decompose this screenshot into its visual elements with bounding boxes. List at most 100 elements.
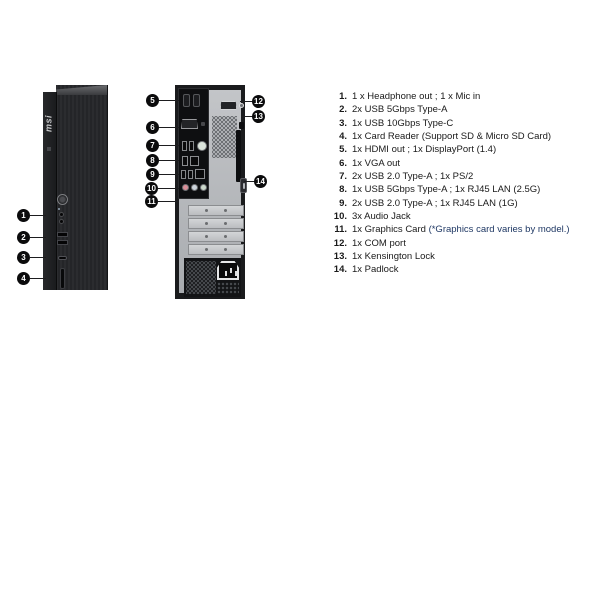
callout-line xyxy=(159,100,179,101)
vent-dot xyxy=(224,235,227,238)
callout-line xyxy=(159,145,179,146)
callout-badge-5: 5 xyxy=(146,94,159,107)
msi-logo: msi xyxy=(43,115,54,133)
legend-label: 1x USB 5Gbps Type-A ; 1x RJ45 LAN (2.5G) xyxy=(352,184,541,196)
callout-line xyxy=(244,181,255,182)
callout-line xyxy=(30,257,46,258)
callout-line xyxy=(158,201,179,202)
legend-number: 1. xyxy=(339,91,347,102)
legend-item: 9. 2x USB 2.0 Type-A ; 1x RJ45 LAN (1G) xyxy=(330,197,598,210)
callout-badge-13: 13 xyxy=(252,110,265,123)
ps2-port-icon xyxy=(197,141,207,151)
legend-label: 1x COM port xyxy=(352,237,406,249)
front-usb-a-port-icon xyxy=(57,232,68,237)
power-pin xyxy=(230,268,232,273)
legend-item: 7. 2x USB 2.0 Type-A ; 1x PS/2 xyxy=(330,170,598,183)
legend-label: 1x HDMI out ; 1x DisplayPort (1.4) xyxy=(352,144,497,156)
com-port-icon xyxy=(220,101,237,110)
power-button-icon xyxy=(57,194,68,205)
front-usb-a-port-icon xyxy=(57,240,68,245)
legend-number: 8. xyxy=(339,184,347,196)
thumbscrew-icon xyxy=(239,103,244,108)
front-usb-c-port-icon xyxy=(58,256,67,260)
legend-label-main: 1x Graphics Card xyxy=(352,224,429,236)
legend-label: 2x USB 2.0 Type-A ; 1x PS/2 xyxy=(352,171,474,183)
legend-label: 1x Graphics Card (*Graphics card varies … xyxy=(352,223,570,236)
rj45-lan-1g-icon xyxy=(195,169,205,179)
vga-port-icon xyxy=(181,119,198,129)
legend-label: 1x Kensington Lock xyxy=(352,251,435,263)
callout-badge-4: 4 xyxy=(17,272,30,285)
padlock-hole xyxy=(243,183,245,189)
expansion-slot-cover xyxy=(188,244,244,255)
callout-badge-14: 14 xyxy=(254,175,267,188)
legend-item: 12. 1x COM port xyxy=(330,237,598,250)
usb2-port-icon xyxy=(189,141,194,151)
graphics-card-slot-icon xyxy=(236,130,241,182)
callout-badge-9: 9 xyxy=(146,168,159,181)
legend-label: 2x USB 2.0 Type-A ; 1x RJ45 LAN (1G) xyxy=(352,197,518,209)
card-reader-slot-icon xyxy=(60,268,65,289)
rear-panel xyxy=(179,90,247,297)
legend-label-note: (*Graphics card varies by model.) xyxy=(428,224,570,236)
headphone-jack-icon xyxy=(59,212,64,217)
legend-number: 6. xyxy=(339,157,347,169)
legend-label: 2x USB 5Gbps Type-A xyxy=(352,104,448,116)
vent-dot xyxy=(205,235,208,238)
power-inlet-icon xyxy=(217,261,239,280)
callout-badge-6: 6 xyxy=(146,121,159,134)
power-pin xyxy=(225,271,227,276)
legend-number: 9. xyxy=(339,197,347,209)
rear-view xyxy=(175,85,247,299)
mic-jack-icon xyxy=(59,219,64,224)
audio-jack-icon xyxy=(191,184,198,191)
front-chassis-body xyxy=(56,85,108,290)
legend-label: 1x VGA out xyxy=(352,157,401,169)
legend-item: 8. 1x USB 5Gbps Type-A ; 1x RJ45 LAN (2.… xyxy=(330,183,598,196)
usb2-port-icon xyxy=(182,141,187,151)
legend-item: 6. 1x VGA out xyxy=(330,157,598,170)
port-legend: 1. 1 x Headphone out ; 1 x Mic in 2. 2x … xyxy=(330,90,598,277)
callout-badge-12: 12 xyxy=(252,95,265,108)
callout-line xyxy=(159,160,179,161)
legend-item: 10. 3x Audio Jack xyxy=(330,210,598,223)
legend-label: 3x Audio Jack xyxy=(352,211,411,223)
usb2-port-icon xyxy=(188,170,193,179)
usb2-port-icon xyxy=(181,170,186,179)
front-top-cap xyxy=(56,85,107,95)
callout-line xyxy=(159,127,179,128)
rear-io-block xyxy=(178,88,209,199)
legend-label: 1 x Headphone out ; 1 x Mic in xyxy=(352,91,481,102)
callout-line xyxy=(159,174,179,175)
legend-label: 1x Padlock xyxy=(352,264,399,276)
expansion-slot-cover xyxy=(188,231,244,242)
callout-badge-2: 2 xyxy=(17,231,30,244)
vent-dot xyxy=(205,209,208,212)
legend-item: 13. 1x Kensington Lock xyxy=(330,250,598,263)
legend-label: 1x Card Reader (Support SD & Micro SD Ca… xyxy=(352,131,552,143)
hdmi-port-icon xyxy=(183,94,190,107)
callout-badge-3: 3 xyxy=(17,251,30,264)
legend-number: 11. xyxy=(334,224,347,236)
power-led-icon xyxy=(58,208,60,210)
audio-jack-icon xyxy=(200,184,207,191)
vent-dot xyxy=(205,222,208,225)
legend-number: 4. xyxy=(339,131,347,143)
callout-badge-1: 1 xyxy=(17,209,30,222)
vent-dot xyxy=(205,248,208,251)
callout-line xyxy=(30,237,46,238)
callout-line xyxy=(240,101,253,102)
psu-vent-grille xyxy=(186,261,216,294)
vent-dot xyxy=(224,222,227,225)
callout-badge-8: 8 xyxy=(146,154,159,167)
expansion-slot-cover xyxy=(188,205,244,216)
vent-dot xyxy=(224,209,227,212)
displayport-icon xyxy=(193,94,200,107)
legend-item: 5. 1x HDMI out ; 1x DisplayPort (1.4) xyxy=(330,143,598,156)
kensington-lock-icon xyxy=(239,122,244,129)
rj45-lan-2-5g-icon xyxy=(190,156,199,166)
legend-number: 10. xyxy=(333,211,347,223)
legend-item: 1. 1 x Headphone out ; 1 x Mic in xyxy=(330,90,598,103)
callout-line xyxy=(158,188,179,189)
